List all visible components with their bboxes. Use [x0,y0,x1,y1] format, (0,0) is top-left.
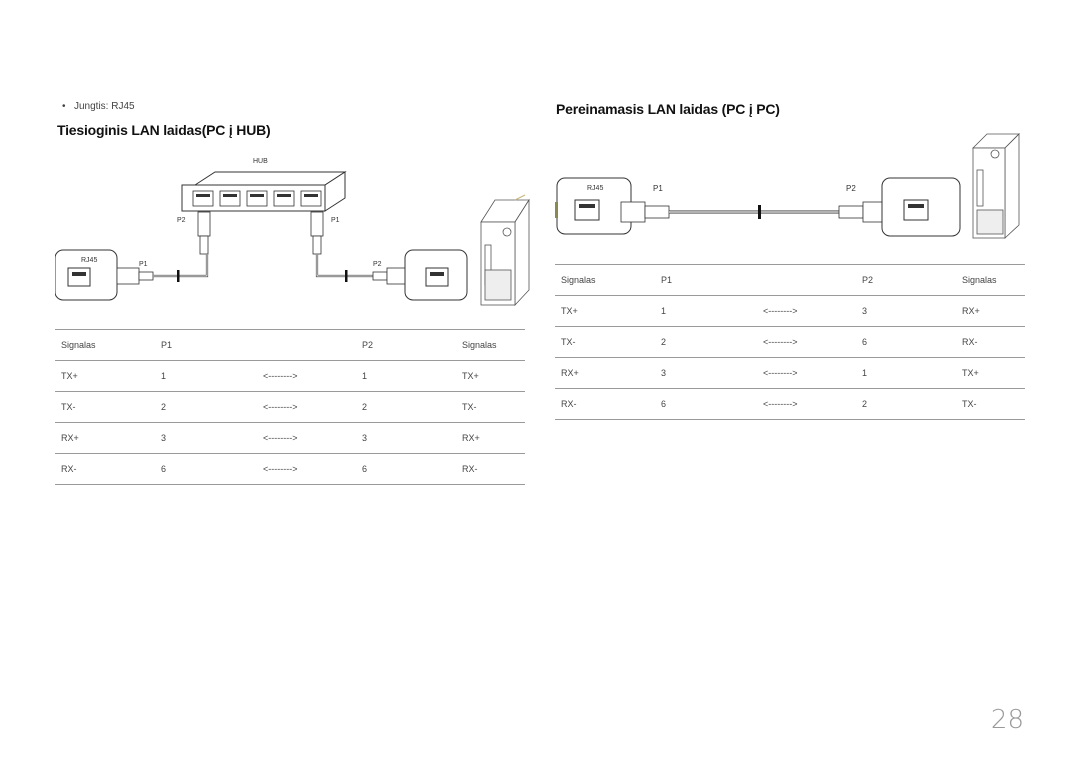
header-cell: Signalas [456,329,525,361]
cable-marker [758,205,761,219]
header-cell: Signalas [956,264,1025,296]
pc-tower-icon [480,198,530,307]
table-row: RX+ 3 <--------> 1 TX+ [555,357,1025,389]
cable-marker [177,270,180,282]
table-cell: 6 [155,453,257,485]
rj45-port-right [404,249,468,301]
right-section-title: Pereinamasis LAN laidas (PC į PC) [556,101,780,117]
table-cell: 2 [655,326,757,358]
table-cell: RX+ [55,422,155,454]
rj45-label: RJ45 [587,185,603,192]
pc-p2-label: P2 [373,261,382,268]
header-cell [757,264,856,296]
table-cell: TX- [456,391,525,423]
pc-p1-label: P1 [139,261,148,268]
rj45-port-left [55,249,118,301]
cable-p1-hub [153,254,209,278]
hub-plug-p1 [310,211,324,255]
left-section-title: Tiesioginis LAN laidas(PC į HUB) [57,122,271,138]
table-cell: RX+ [456,422,525,454]
header-cell: P2 [356,329,456,361]
plug-p1 [620,201,670,223]
bullet-dot: • [62,101,66,112]
rj45-port-p2 [881,177,961,237]
table-cell: 1 [155,360,257,392]
table-row: RX- 6 <--------> 2 TX- [555,388,1025,420]
table-cell: 1 [655,295,757,327]
page-number: 28 [990,705,1024,735]
table-cell: 1 [356,360,456,392]
table-cell: 6 [655,388,757,420]
table-cell: 3 [155,422,257,454]
edge-mark [555,202,558,218]
table-cell: RX- [555,388,655,420]
left-signal-table: Signalas P1 P2 Signalas TX+ 1 <-------->… [55,329,525,485]
table-row: RX+ 3 <--------> 3 RX+ [55,422,525,454]
header-cell [257,329,356,361]
cable-marker [345,270,348,282]
header-cell: P1 [655,264,757,296]
table-row: RX- 6 <--------> 6 RX- [55,453,525,485]
right-signal-table: Signalas P1 P2 Signalas TX+ 1 <-------->… [555,264,1025,420]
table-row: TX+ 1 <--------> 1 TX+ [55,360,525,392]
table-cell: TX+ [55,360,155,392]
hub-device [181,171,347,212]
pc-to-pc-diagram: RJ45 P1 P2 [555,133,1020,239]
table-cell: 2 [856,388,956,420]
connector-bullet: • Jungtis: RJ45 [62,101,135,112]
pc-plug-p2 [372,267,410,285]
table-cell: 3 [856,295,956,327]
table-cell: 3 [655,357,757,389]
header-cell: Signalas [555,264,655,296]
pc-to-hub-diagram: HUB P2 P1 RJ45 P1 P2 [55,158,530,307]
table-cell: <--------> [257,391,356,423]
table-cell: <--------> [757,295,856,327]
header-cell: P2 [856,264,956,296]
table-header-row: Signalas P1 P2 Signalas [555,264,1025,296]
table-row: TX- 2 <--------> 6 RX- [555,326,1025,358]
table-header-row: Signalas P1 P2 Signalas [55,329,525,361]
header-cell: P1 [155,329,257,361]
hub-port-p2-label: P2 [177,217,186,224]
plug-p2 [838,201,888,223]
table-cell: <--------> [257,453,356,485]
table-row: TX+ 1 <--------> 3 RX+ [555,295,1025,327]
table-cell: <--------> [257,422,356,454]
p2-label: P2 [846,184,856,193]
hub-plug-p2 [197,211,211,255]
table-cell: TX- [555,326,655,358]
table-cell: 6 [356,453,456,485]
table-cell: RX+ [555,357,655,389]
table-cell: RX- [55,453,155,485]
table-cell: <--------> [757,388,856,420]
table-cell: TX+ [555,295,655,327]
table-cell: RX- [956,326,1025,358]
pc-tower-icon [972,133,1020,239]
table-cell: 6 [856,326,956,358]
hub-label: HUB [253,158,268,165]
p1-label: P1 [653,184,663,193]
header-cell: Signalas [55,329,155,361]
table-cell: 1 [856,357,956,389]
table-cell: TX- [956,388,1025,420]
table-cell: RX- [456,453,525,485]
table-cell: RX+ [956,295,1025,327]
rj45-label: RJ45 [81,257,97,264]
table-cell: 2 [356,391,456,423]
connector-text: Jungtis: RJ45 [74,101,135,112]
hub-port-p1-label: P1 [331,217,340,224]
table-cell: TX+ [956,357,1025,389]
table-cell: <--------> [257,360,356,392]
table-cell: <--------> [757,326,856,358]
table-cell: 3 [356,422,456,454]
table-cell: <--------> [757,357,856,389]
table-cell: TX- [55,391,155,423]
table-cell: 2 [155,391,257,423]
pc-plug-p1 [116,267,154,285]
table-cell: TX+ [456,360,525,392]
table-row: TX- 2 <--------> 2 TX- [55,391,525,423]
